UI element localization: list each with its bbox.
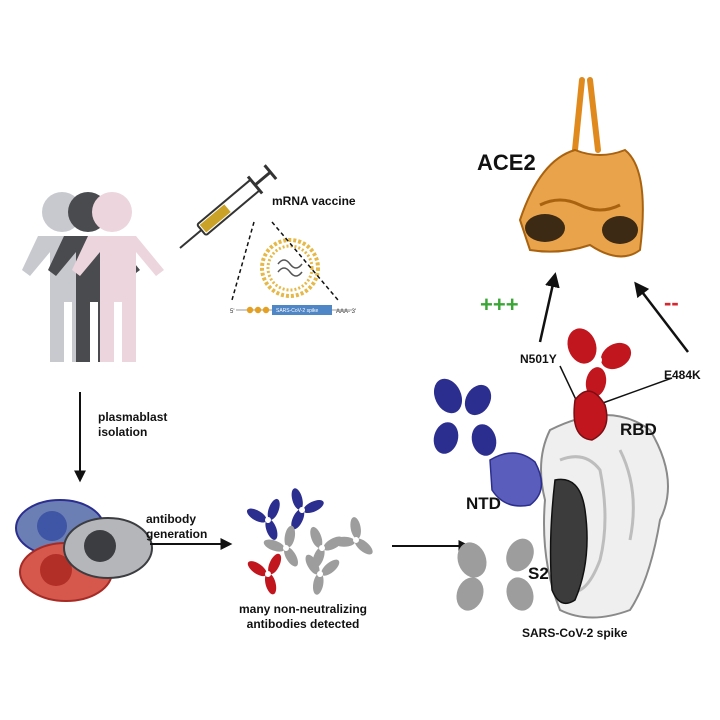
s2-domain	[549, 478, 588, 605]
antibody-blue-icon	[275, 483, 329, 538]
antibody-generation-label: antibody generation	[146, 512, 208, 541]
n501y-arrow	[538, 272, 560, 343]
person-pink-icon	[72, 192, 164, 362]
minus-effect-label: --	[664, 290, 679, 315]
ace2-label: ACE2	[477, 150, 536, 175]
ntd-domain	[489, 452, 543, 507]
antibody-red-icon	[243, 549, 293, 600]
rbd-label: RBD	[620, 420, 657, 439]
ntd-label: NTD	[466, 494, 501, 513]
mrna-three-prime: AAA- 3'	[336, 309, 356, 315]
antibody-red-large-icon	[567, 328, 632, 397]
antibody-cluster	[242, 483, 385, 600]
ace2-structure-icon	[518, 77, 644, 258]
spike-protein-icon	[489, 390, 669, 619]
syringe-icon	[179, 164, 278, 249]
antibody-gray-icon	[296, 522, 348, 575]
plus-effect-label: +++	[480, 292, 519, 317]
mrna-construct: 5' SARS-CoV-2 spike AAA- 3'	[230, 305, 356, 315]
spike-label: SARS-CoV-2 spike	[522, 626, 628, 640]
mrna-insert-label: SARS-CoV-2 spike	[276, 308, 318, 314]
n501y-label: N501Y	[520, 352, 557, 366]
plasmablast-isolation-label: plasmablast isolation	[98, 410, 168, 439]
antibody-gray-large-icon	[456, 538, 534, 611]
s2-label: S2	[528, 564, 549, 583]
rbd-domain	[573, 390, 608, 441]
mrna-vaccine-label: mRNA vaccine	[272, 194, 356, 208]
e484k-label: E484K	[664, 368, 701, 382]
e484k-arrow	[634, 281, 689, 353]
vaccinated-people-icon	[22, 192, 164, 362]
non-neutralizing-label: many non-neutralizing antibodies detecte…	[238, 602, 367, 631]
e484k-pointer	[599, 377, 673, 405]
lipid-nanoparticle-icon	[260, 238, 320, 298]
n501y-pointer	[559, 365, 579, 405]
antibody-blue-large-icon	[433, 378, 497, 456]
mrna-five-prime: 5'	[230, 309, 234, 315]
plasmablast-cells-icon	[15, 499, 153, 602]
